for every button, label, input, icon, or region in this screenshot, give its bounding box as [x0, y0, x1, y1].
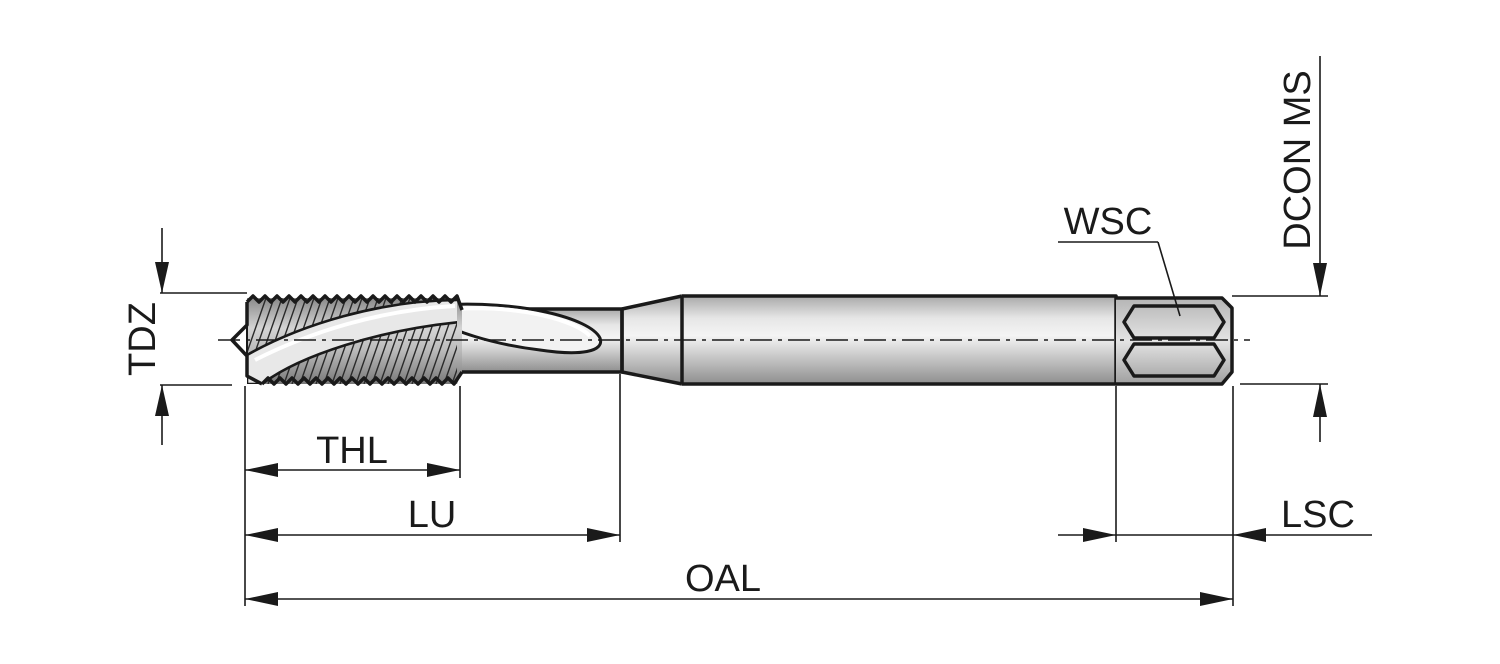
dcon-arrow-bottom: [1313, 384, 1327, 417]
oal-arrow-right: [1200, 592, 1233, 606]
lu-arrow-right: [587, 528, 620, 542]
lsc-arrow-right: [1233, 528, 1266, 542]
lsc-label: LSC: [1281, 494, 1355, 536]
lu-arrow-left: [245, 528, 278, 542]
thl-arrow-left: [245, 463, 278, 477]
square-face-bottom: [1122, 342, 1226, 378]
lu-dimension: LU: [245, 494, 620, 542]
tdz-arrow-top: [155, 262, 169, 293]
tdz-dimension: TDZ: [122, 228, 247, 445]
tdz-label: TDZ: [122, 302, 164, 376]
dcon-arrow-top: [1313, 263, 1327, 296]
shank: [682, 296, 1116, 384]
tdz-arrow-bottom: [155, 385, 169, 416]
square-face-top: [1122, 304, 1226, 340]
square-drive: [1116, 298, 1232, 384]
thl-arrow-right: [427, 463, 460, 477]
thread-bottom-profile: [260, 371, 464, 386]
oal-arrow-left: [245, 592, 278, 606]
thread-top-profile: [245, 294, 464, 311]
wsc-callout: WSC: [1058, 201, 1181, 317]
wsc-label: WSC: [1064, 201, 1153, 243]
flute-highlight: [454, 306, 592, 338]
tap-body: [230, 294, 1234, 386]
lsc-arrow-left: [1083, 528, 1116, 542]
dcon-ms-label: DCON MS: [1277, 70, 1319, 249]
thl-dimension: THL: [245, 430, 460, 477]
oal-label: OAL: [685, 558, 761, 600]
thread-lines: [247, 298, 457, 384]
lu-label: LU: [408, 494, 457, 536]
oal-dimension: OAL: [245, 558, 1233, 606]
dcon-ms-dimension: DCON MS: [1232, 56, 1328, 442]
shank-taper-outline: [621, 294, 683, 386]
thl-label: THL: [316, 430, 388, 472]
lsc-dimension: LSC: [1058, 494, 1372, 542]
square-drive-outline: [1116, 296, 1234, 386]
